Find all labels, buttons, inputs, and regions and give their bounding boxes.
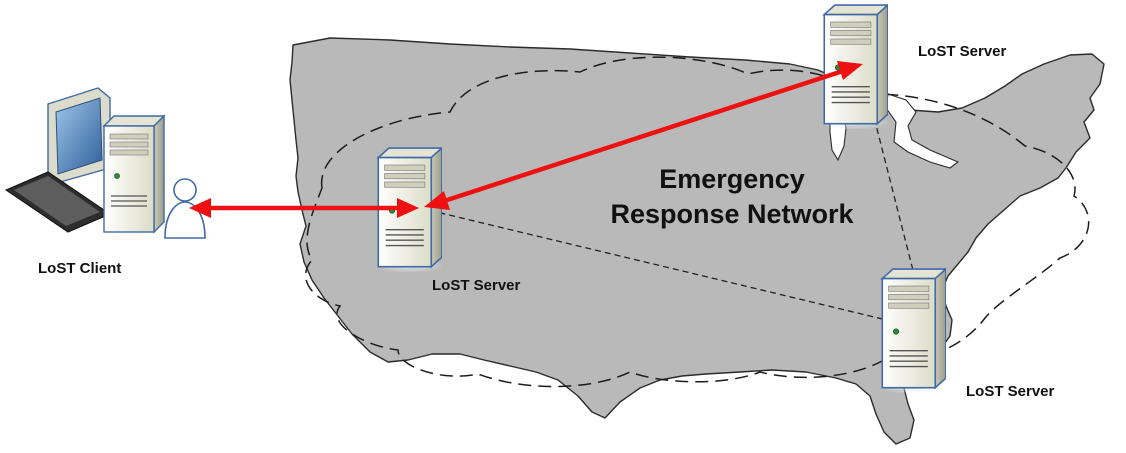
desktop-computer-with-user-icon <box>4 87 206 239</box>
lost-client: LoST Client <box>4 87 206 277</box>
lost-server-northeast: LoST Server <box>822 4 1007 129</box>
network-cloud <box>305 56 1090 388</box>
server-link-west-southeast <box>419 207 896 323</box>
lake-huron-erie <box>885 93 960 169</box>
client-label: LoST Client <box>38 260 121 277</box>
network-title-line2: Response Network <box>610 199 854 229</box>
server-to-server-arrow <box>424 61 863 210</box>
lost-server-west: LoST Server <box>376 147 521 294</box>
network-title-line1: Emergency <box>659 164 805 194</box>
server-label-west: LoST Server <box>432 277 521 294</box>
server-tower-icon <box>880 268 946 393</box>
server-label-southeast: LoST Server <box>966 383 1055 400</box>
lost-server-southeast: LoST Server <box>880 268 1055 400</box>
server-label-northeast: LoST Server <box>918 43 1007 60</box>
server-link-northeast-southeast <box>861 69 919 291</box>
client-to-server-arrow <box>189 198 419 218</box>
